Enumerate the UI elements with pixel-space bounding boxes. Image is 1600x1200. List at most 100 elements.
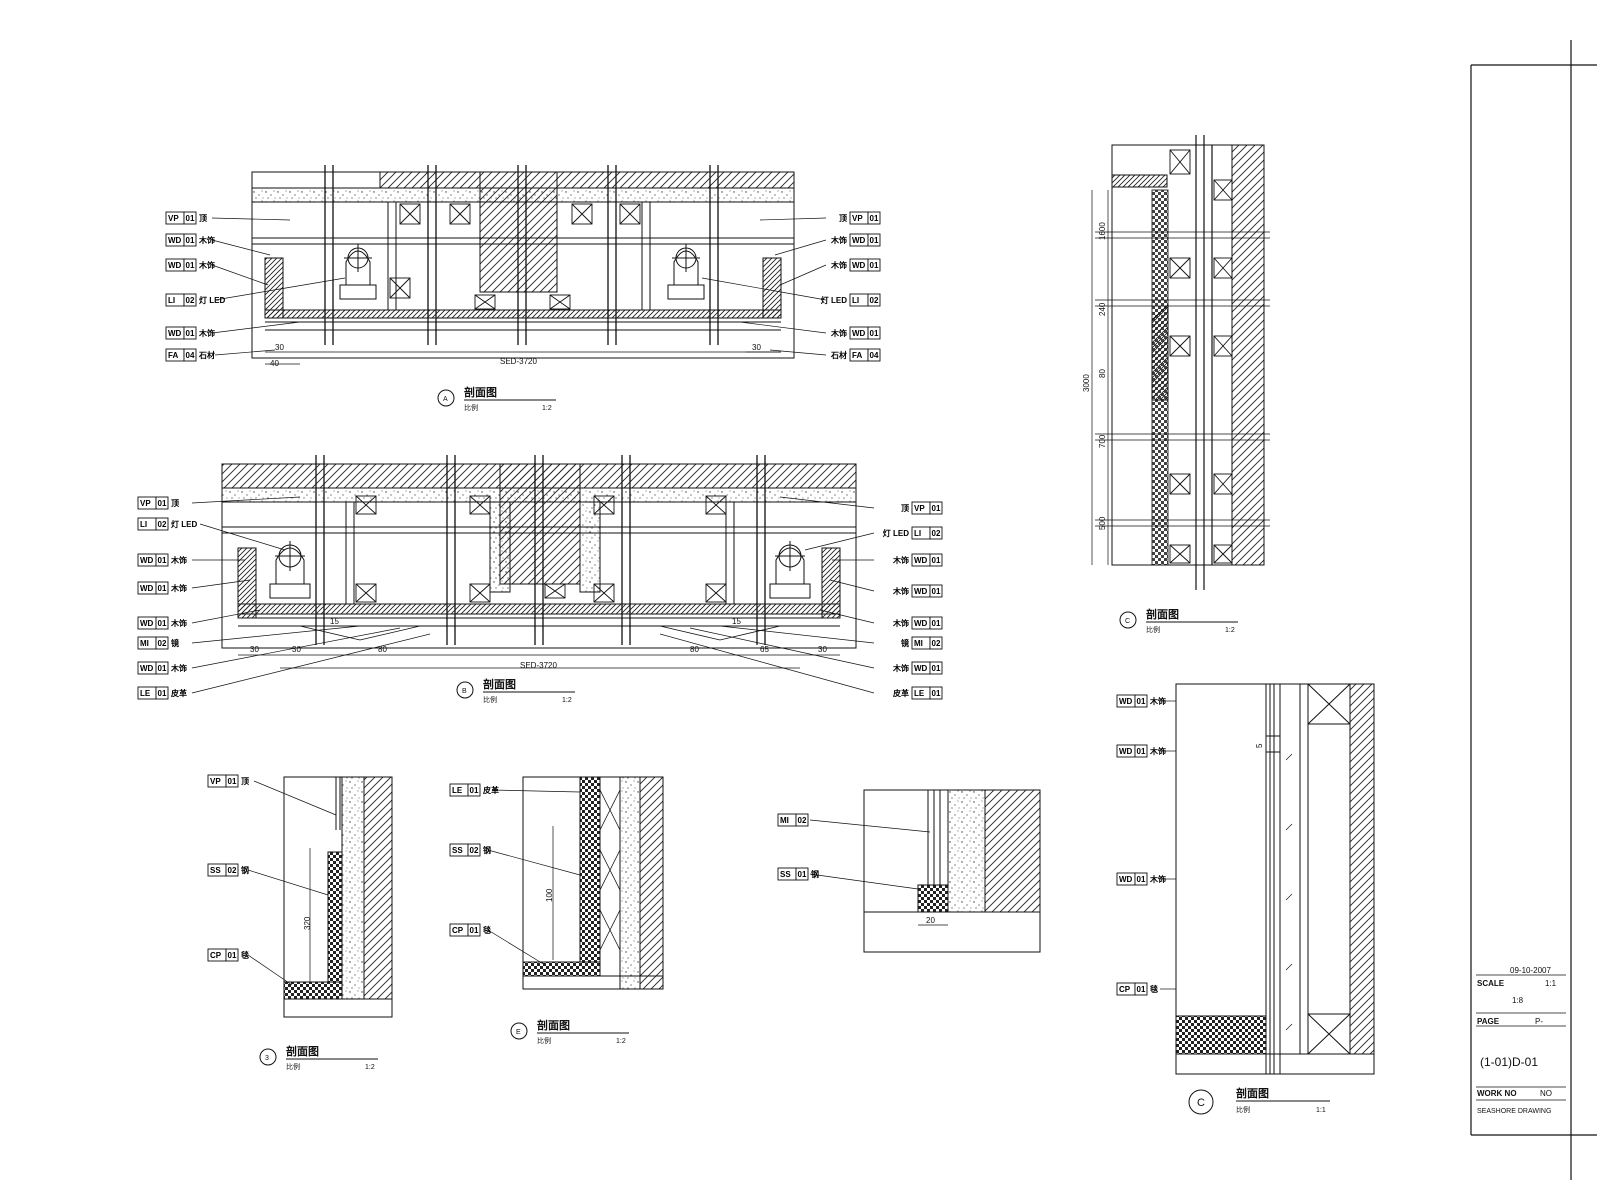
detail-1-leaders [247, 780, 337, 986]
section-a-marker: A [443, 396, 448, 403]
section-a-width-dim: SED-3720 [500, 357, 537, 366]
work-label: WORK NO [1477, 1089, 1517, 1098]
section-b-drawing [221, 455, 857, 669]
project-name: SEASHORE DRAWING [1477, 1108, 1551, 1115]
detail-1-scale: 1:2 [365, 1064, 375, 1071]
material-tag-note: 灯 LED [821, 295, 847, 305]
material-tag-note: 木饰 [830, 260, 847, 270]
material-tag-code: LI [914, 529, 921, 538]
material-tag-number: 02 [186, 296, 195, 305]
material-tag-code: WD [168, 261, 182, 270]
detail-1-title-block: 3 剖面图 比例 1:2 [259, 1044, 378, 1071]
scale-value: 1:1 [1545, 979, 1557, 988]
detail-2-leaders [487, 789, 581, 966]
detail-4-dim: 5 [1255, 743, 1264, 748]
material-tag-code: WD [852, 236, 866, 245]
material-tag-note: 木饰 [1149, 746, 1166, 756]
material-tag-note: 顶 [199, 214, 207, 223]
section-b-title: 剖面图 [483, 677, 516, 691]
detail-4-leaders [1160, 700, 1176, 990]
detail-1-subtitle: 比例 [286, 1062, 300, 1071]
material-tag-code: SS [210, 866, 221, 875]
material-tag-code: LE [140, 689, 151, 698]
detail-2-dim: 100 [545, 888, 554, 902]
material-tag-number: 02 [870, 296, 879, 305]
material-tag-note: 顶 [241, 777, 249, 786]
section-c-marker: C [1125, 618, 1130, 625]
material-tag-number: 01 [470, 926, 479, 935]
material-tag-note: 毯 [1150, 984, 1158, 994]
detail-4-marker: C [1197, 1097, 1205, 1109]
material-tag-code: WD [914, 664, 928, 673]
section-c-dim-2: 240 [1098, 302, 1107, 316]
material-tag-note: 木饰 [198, 328, 215, 338]
material-tag-code: CP [1119, 985, 1131, 994]
detail-3-leaders [809, 819, 931, 890]
material-tag-note: 木饰 [1149, 696, 1166, 706]
material-tag-note: 木饰 [170, 663, 187, 673]
section-b-subtitle: 比例 [483, 695, 497, 704]
material-tag-number: 02 [470, 846, 479, 855]
section-b-dim-3: 80 [378, 645, 387, 654]
detail-1-drawing [283, 776, 393, 1018]
material-tag-code: WD [168, 236, 182, 245]
material-tag-number: 01 [870, 214, 879, 223]
section-c-title-block: C 剖面图 比例 1:2 [1119, 607, 1238, 634]
material-tag-number: 01 [158, 619, 167, 628]
material-tag-code: WD [1119, 747, 1133, 756]
material-tag-code: WD [140, 556, 154, 565]
section-a-dim-1: 30 [275, 343, 284, 352]
material-tag-note: 顶 [901, 504, 909, 513]
material-tag-note: 皮革 [892, 688, 909, 698]
material-tag-code: VP [140, 499, 151, 508]
material-tag-number: 01 [470, 786, 479, 795]
material-tag-code: WD [140, 664, 154, 673]
section-a-title: 剖面图 [464, 385, 497, 399]
section-b-dim-2: 30 [292, 645, 301, 654]
section-a-drawing [251, 165, 795, 365]
material-tag-code: CP [452, 926, 464, 935]
section-a-title-block: A 剖面图 比例 1:2 [437, 385, 556, 412]
material-tag-number: 01 [932, 556, 941, 565]
material-tag-note: 木饰 [170, 618, 187, 628]
material-tag-number: 01 [932, 619, 941, 628]
detail-4-subtitle: 比例 [1236, 1105, 1250, 1114]
work-number: NO [1540, 1089, 1552, 1098]
section-a-scale: 1:2 [542, 405, 552, 412]
section-a-leaders [211, 217, 827, 356]
section-c-dim-4: 700 [1098, 434, 1107, 448]
material-tag-code: LI [852, 296, 859, 305]
material-tag-note: 顶 [171, 499, 179, 508]
material-tag-note: 木饰 [170, 583, 187, 593]
material-tag-note: 木饰 [198, 235, 215, 245]
section-a-dim-3: 30 [752, 343, 761, 352]
material-tag-code: WD [914, 587, 928, 596]
section-c-dim-5: 500 [1098, 516, 1107, 530]
section-b-title-block: B 剖面图 比例 1:2 [456, 677, 575, 704]
material-tag-note: 顶 [839, 214, 847, 223]
section-b-scale: 1:2 [562, 697, 572, 704]
detail-4-title-block: C 剖面图 比例 1:1 [1188, 1086, 1330, 1115]
material-tag-code: MI [780, 816, 789, 825]
material-tag-note: 木饰 [830, 328, 847, 338]
